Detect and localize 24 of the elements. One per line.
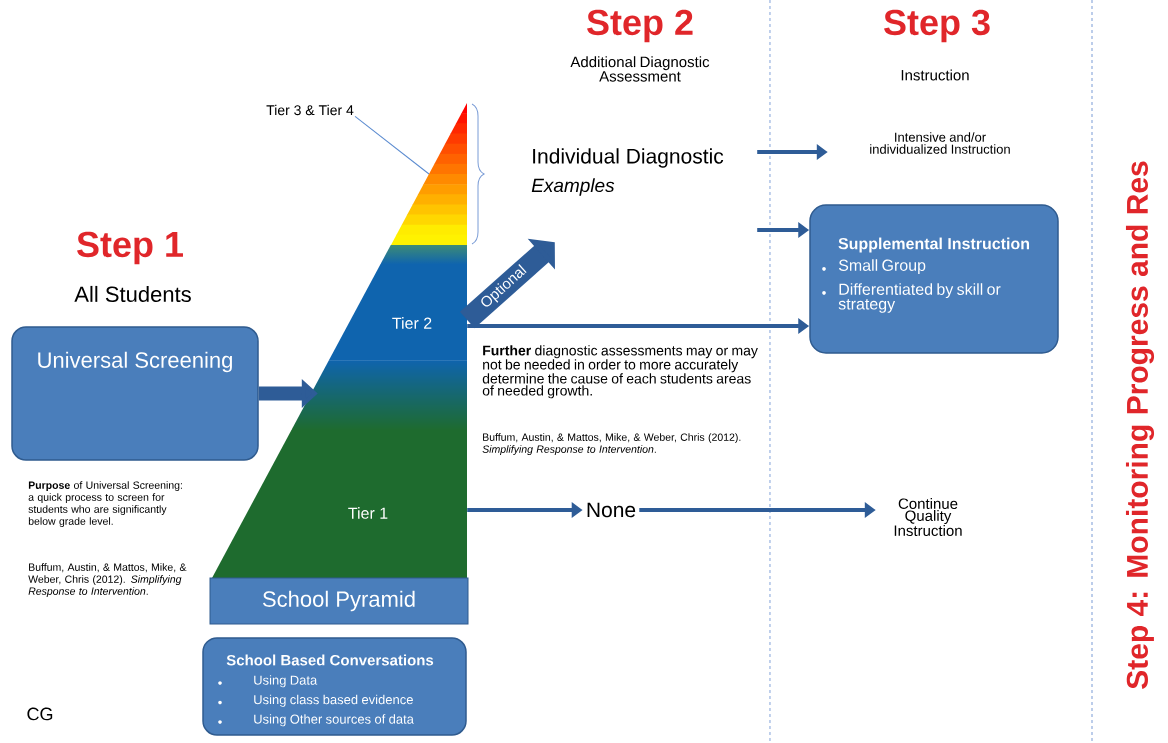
leader-text: Tier 3 & Tier 4 [266, 104, 354, 116]
diagnostic-text: Individual Diagnostic Examples [531, 148, 724, 196]
instruction-text: Intensive and/or individualized Instruction [870, 132, 1010, 154]
step-title: Step 2 [587, 9, 693, 43]
step-title: Step 1 [77, 231, 183, 265]
initials: CG [27, 707, 53, 721]
supplemental-box: Supplemental Instruction Small Group Differentiated by skill or strategy [809, 204, 1059, 354]
note-text: Further diagnostic assessments may or may not be needed in order to more accurately determine the cause of each students areas of needed growth. [482, 345, 758, 399]
step-title: Step 4: Monitoring Progress and Res [1125, 161, 1155, 689]
screening-box: Universal Screening [11, 326, 259, 461]
triangle-band [391, 103, 467, 245]
pyramid-base: School Pyramid [209, 577, 469, 625]
citation-text: Buffum, Austin, & Mattos, Mike, & Weber, Chris (2012). Simplifying Response to Intervention. [482, 433, 741, 455]
none-text: None [587, 502, 636, 518]
note-text: Purpose of Universal Screening: a quick process to screen for students who are significantly below grade level. [28, 481, 182, 527]
leader-line [354, 115, 430, 175]
citation-text: Buffum, Austin, & Mattos, Mike, & Weber, Chris (2012). Simplifying Response to Intervention. [28, 563, 187, 597]
subtitle: Additional Diagnostic Assessment [570, 56, 710, 82]
conversations-box: School Based Conversations Using Data Using class based evidence Using Other sources of data [202, 637, 467, 736]
step-title: Step 3 [884, 9, 990, 43]
node-label: Tier 2 [392, 317, 432, 329]
subtitle: All Students [74, 285, 191, 303]
instruction-text: Continue Quality Instruction [894, 498, 962, 536]
subtitle: Instruction [901, 69, 969, 81]
